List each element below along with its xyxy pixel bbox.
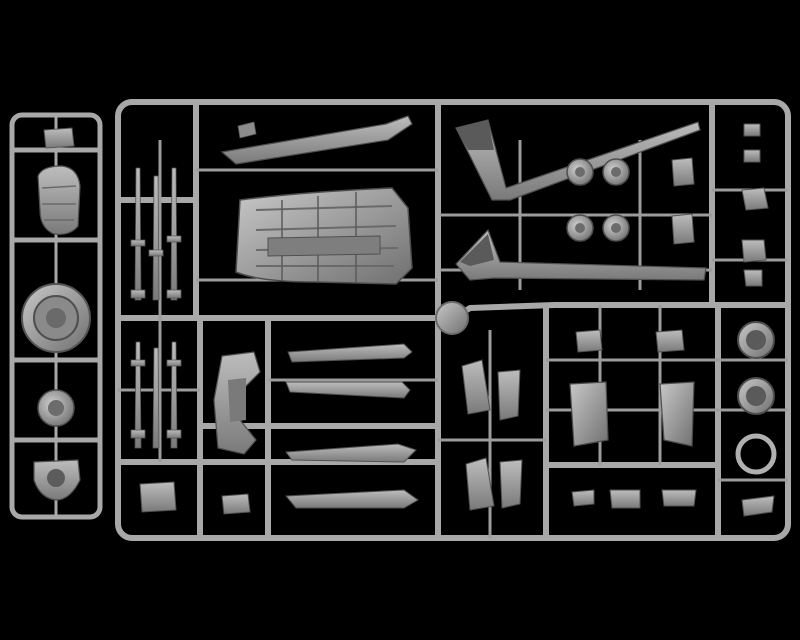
landing-wheels <box>566 158 630 242</box>
top-strut <box>220 115 413 165</box>
gear-doors <box>284 343 419 509</box>
sprue-hub <box>435 301 469 335</box>
cockpit-tub <box>235 187 413 285</box>
gear-legs <box>671 157 695 245</box>
engine-frame <box>213 351 261 455</box>
seat-parts <box>139 481 251 515</box>
small-parts-bottom <box>571 489 697 509</box>
missiles-top <box>130 167 182 301</box>
right-small-parts-top <box>741 123 769 287</box>
fuselage-strakes <box>455 119 707 281</box>
exhaust-rings <box>735 321 777 517</box>
flap-panels <box>569 329 695 447</box>
left-sprue-parts <box>21 127 91 501</box>
missiles-bottom <box>130 341 182 449</box>
fin-halves <box>461 359 523 511</box>
